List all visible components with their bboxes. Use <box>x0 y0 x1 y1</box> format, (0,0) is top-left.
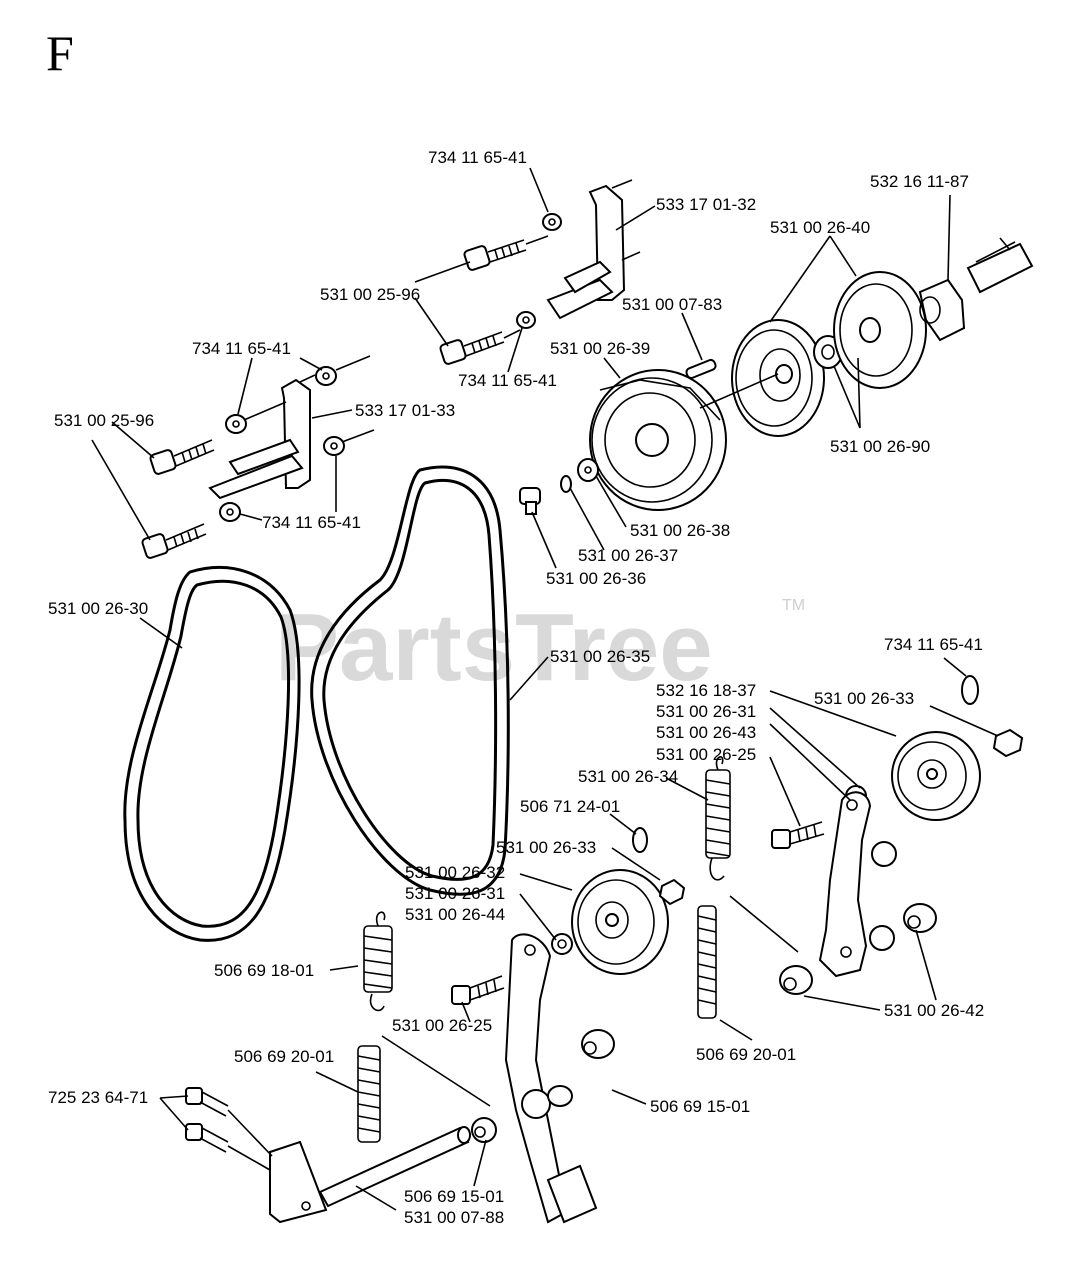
washer-upper-1 <box>542 213 562 231</box>
label-531-00-26-25-a: 531 00 26-25 <box>656 745 756 764</box>
label-533-17-01-32: 533 17 01-32 <box>656 195 756 214</box>
label-531-00-26-35: 531 00 26-35 <box>550 647 650 666</box>
label-506-69-15-01-a: 506 69 15-01 <box>650 1097 750 1116</box>
label-531-00-26-39: 531 00 26-39 <box>550 339 650 358</box>
idler-pulley-right <box>891 731 981 821</box>
label-531-00-26-31-a: 531 00 26-31 <box>656 702 756 721</box>
label-532-16-18-37: 532 16 18-37 <box>656 681 756 700</box>
label-531-00-26-90: 531 00 26-90 <box>830 437 930 456</box>
belt-right <box>310 465 510 896</box>
belt-left <box>123 566 301 942</box>
label-531-00-26-40: 531 00 26-40 <box>770 218 870 237</box>
label-734-11-65-41-a: 734 11 65-41 <box>428 148 527 167</box>
label-506-69-18-01: 506 69 18-01 <box>214 961 314 980</box>
screw-washers-front <box>519 458 599 515</box>
label-531-00-26-30: 531 00 26-30 <box>48 599 148 618</box>
bushing-right-2 <box>779 965 813 995</box>
nut-right <box>992 728 1024 758</box>
pulley-double <box>699 319 825 437</box>
leader-lines <box>91 167 999 1211</box>
label-531-00-26-42: 531 00 26-42 <box>884 1001 984 1020</box>
pulley-large-rear <box>833 271 927 389</box>
label-734-11-65-41-b: 734 11 65-41 <box>192 339 291 358</box>
label-506-69-20-01-b: 506 69 20-01 <box>696 1045 796 1064</box>
label-531-00-26-43: 531 00 26-43 <box>656 723 756 742</box>
label-531-00-25-96-b: 531 00 25-96 <box>54 411 154 430</box>
idler-pulley-center <box>571 869 669 975</box>
bushing-right-1 <box>903 903 937 933</box>
bolt-right <box>771 821 825 849</box>
label-531-00-07-83: 531 00 07-83 <box>622 295 722 314</box>
drive-shaft <box>966 237 1034 294</box>
label-531-00-26-38: 531 00 26-38 <box>630 521 730 540</box>
label-734-11-65-41-d: 734 11 65-41 <box>262 513 361 532</box>
bolts-725 <box>185 1087 273 1171</box>
bolt-center <box>451 975 505 1005</box>
label-531-00-26-37: 531 00 26-37 <box>578 546 678 565</box>
label-506-69-15-01-b: 506 69 15-01 <box>404 1187 504 1206</box>
spring-left-long <box>357 1045 381 1143</box>
part-labels: 734 11 65-41 533 17 01-32 532 16 11-87 5… <box>48 148 984 1227</box>
pulley-large-main <box>589 369 727 511</box>
label-531-00-26-44: 531 00 26-44 <box>405 905 505 924</box>
label-734-11-65-41-c: 734 11 65-41 <box>458 371 557 390</box>
bolt-lower-1 <box>149 439 215 475</box>
label-531-00-26-25-b: 531 00 26-25 <box>392 1016 492 1035</box>
washer-center <box>632 827 648 853</box>
label-531-00-07-88: 531 00 07-88 <box>404 1208 504 1227</box>
idler-arm-center <box>504 933 598 1224</box>
bolt-lower-2 <box>141 523 207 559</box>
label-531-00-26-31-b: 531 00 26-31 <box>405 884 505 903</box>
spring-left-short <box>363 911 393 1012</box>
label-531-00-26-33-b: 531 00 26-33 <box>496 838 596 857</box>
washer-upper-2 <box>516 311 536 329</box>
trademark: TM <box>782 597 805 614</box>
bracket-lower <box>208 374 316 500</box>
label-533-17-01-33: 533 17 01-33 <box>355 401 455 420</box>
label-734-11-65-41-e: 734 11 65-41 <box>884 635 983 654</box>
shaft-key <box>685 358 717 380</box>
washers-lower <box>219 355 375 522</box>
section-letter: F <box>46 25 74 81</box>
label-531-00-26-32: 531 00 26-32 <box>405 863 505 882</box>
label-506-69-20-01-a: 506 69 20-01 <box>234 1047 334 1066</box>
pivot-plate <box>269 1140 328 1224</box>
spring-long-right <box>697 905 717 1019</box>
label-531-00-25-96-a: 531 00 25-96 <box>320 285 420 304</box>
bushing-center <box>581 1029 615 1059</box>
label-531-00-26-33-a: 531 00 26-33 <box>814 689 914 708</box>
label-506-71-24-01: 506 71 24-01 <box>520 797 620 816</box>
bolt-upper-1 <box>463 235 549 271</box>
label-532-16-11-87: 532 16 11-87 <box>870 172 969 191</box>
bracket-upper <box>546 179 641 320</box>
bushing-lower <box>471 1117 497 1143</box>
nut-center <box>658 878 686 906</box>
spacer-center <box>551 933 573 955</box>
bolt-upper-2 <box>439 329 521 365</box>
washer-right-top <box>961 675 979 705</box>
idler-arm-right <box>818 791 897 978</box>
label-531-00-26-34: 531 00 26-34 <box>578 767 678 786</box>
label-725-23-64-71: 725 23 64-71 <box>48 1088 148 1107</box>
label-531-00-26-36: 531 00 26-36 <box>546 569 646 588</box>
spring-534 <box>705 756 731 881</box>
